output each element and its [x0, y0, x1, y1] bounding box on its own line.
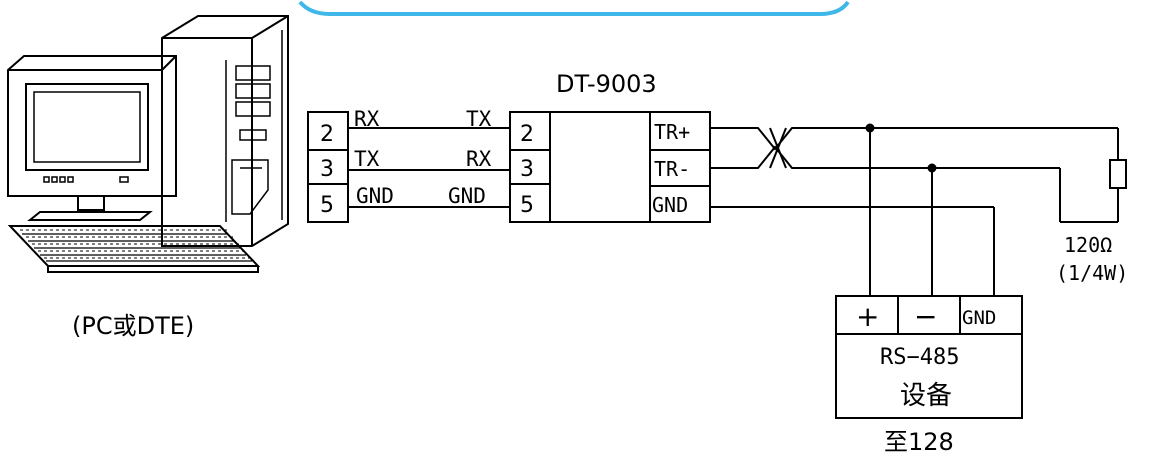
converter-title: DT-9003 [556, 70, 657, 98]
pc-computer-icon [7, 15, 289, 273]
conv-signal-tx: TX [466, 107, 492, 131]
device-count: 至128 [884, 428, 954, 456]
conv-terminal-tr-minus: TR- [654, 157, 690, 181]
conv-signal-gnd: GND [448, 184, 486, 208]
conv-terminal-tr-plus: TR+ [654, 120, 690, 144]
resistor-value: 120Ω [1064, 233, 1112, 257]
device-label-rs485: RS−485 [880, 345, 959, 370]
top-accent-band [298, 0, 850, 16]
device-terminal-minus: − [914, 300, 937, 333]
device-label-equipment: 设备 [900, 381, 952, 411]
conv-pin-3: 3 [520, 157, 534, 182]
conv-signal-rx: RX [466, 147, 492, 171]
conv-pin-5: 5 [520, 193, 534, 218]
device-terminal-plus: + [856, 300, 879, 333]
pc-pin-3: 3 [320, 157, 334, 182]
converter-box: 2 3 5 TR+ TR- GND [509, 111, 711, 223]
pc-serial-port: 2 3 5 [307, 111, 349, 223]
rs485-bus [710, 123, 1119, 296]
rs485-device: + − GND RS−485 设备 [835, 295, 1023, 419]
termination-resistor [1109, 159, 1127, 189]
resistor-power: (1/4W) [1056, 261, 1128, 285]
conv-pin-2: 2 [520, 122, 534, 147]
pc-signal-tx: TX [354, 147, 380, 171]
pc-caption: (PC或DTE) [72, 312, 194, 340]
pc-pin-5: 5 [320, 193, 334, 218]
conv-terminal-gnd: GND [652, 193, 688, 217]
pc-signal-gnd: GND [356, 184, 394, 208]
pc-pin-2: 2 [320, 122, 334, 147]
pc-signal-rx: RX [354, 107, 380, 131]
device-terminal-gnd: GND [962, 307, 996, 329]
